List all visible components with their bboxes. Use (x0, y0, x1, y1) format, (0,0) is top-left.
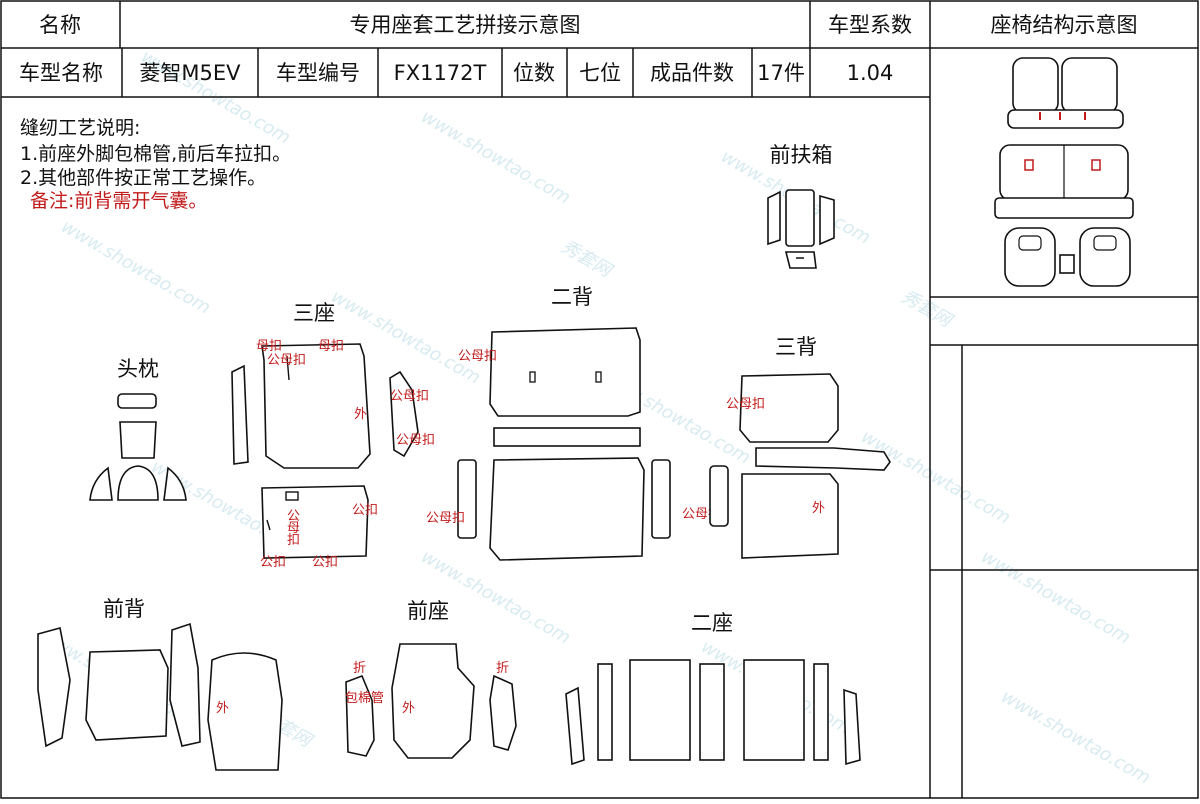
svg-text:秀套网: 秀套网 (558, 236, 617, 282)
label-female-a: 母扣 (256, 339, 282, 354)
third-back-pieces (709, 373, 891, 559)
svg-text:www.showtao.com: www.showtao.com (418, 546, 574, 648)
model-code: FX1172T (394, 61, 487, 85)
label-male-b: 公扣 (260, 555, 286, 570)
label-outer-b: 外 (812, 501, 825, 516)
second-seat-pieces (565, 659, 861, 766)
front-seat-pieces (345, 643, 517, 759)
svg-text:www.showtao.com: www.showtao.com (998, 686, 1154, 788)
headrest-pieces (89, 393, 187, 501)
pieces-value: 17件 (757, 61, 805, 85)
page-title: 专用座套工艺拼接示意图 (350, 13, 581, 37)
vlabel-mu: 母 (287, 521, 300, 536)
section-second-back: 二背 (551, 285, 593, 309)
label-male-c: 公扣 (312, 555, 338, 570)
section-third-back: 三背 (775, 335, 817, 359)
section-headrest: 头枕 (117, 357, 159, 381)
label-female-b: 母扣 (318, 339, 344, 354)
svg-text:秀套网: 秀套网 (898, 286, 957, 332)
label-male-female-g: 公母扣 (726, 397, 765, 412)
second-back-pieces (457, 327, 671, 561)
notes-line-1: 1.前座外脚包棉管,前后车拉扣。 (20, 143, 291, 165)
third-seat-pieces (231, 343, 419, 559)
label-male-female-b: 公母扣 (390, 389, 429, 404)
seats-label: 位数 (513, 61, 555, 85)
label-fold-b: 折 (496, 661, 509, 676)
name-label: 名称 (39, 13, 81, 37)
label-male-female-c: 公母扣 (396, 433, 435, 448)
section-front-back: 前背 (103, 597, 145, 621)
notes-line-2: 2.其他部件按正常工艺操作。 (20, 167, 266, 189)
section-front-seat: 前座 (407, 599, 449, 623)
seats-value: 七位 (579, 61, 621, 85)
label-outer-d: 外 (402, 701, 415, 716)
label-male-a: 公扣 (352, 503, 378, 518)
label-outer-a: 外 (354, 407, 367, 422)
label-wrap-tube: 包棉管 (345, 691, 384, 706)
vlabel-gong: 公 (287, 509, 300, 524)
section-second-seat: 二座 (691, 611, 733, 635)
label-fold-a: 折 (353, 661, 366, 676)
vlabel-kou: 扣 (287, 533, 300, 548)
notes-remark: 备注:前背需开气囊。 (30, 190, 207, 212)
svg-text:www.showtao.com: www.showtao.com (858, 426, 1014, 528)
coef-label: 车型系数 (828, 13, 912, 37)
section-third-seat: 三座 (293, 301, 335, 325)
model-name: 菱智M5EV (139, 61, 241, 85)
model-code-label: 车型编号 (276, 61, 360, 85)
pieces-label: 成品件数 (650, 61, 734, 85)
svg-text:www.showtao.com: www.showtao.com (418, 106, 574, 208)
seat-structure-illustration (994, 57, 1134, 287)
coef-value: 1.04 (847, 61, 894, 85)
model-name-label: 车型名称 (19, 61, 103, 85)
svg-text:www.showtao.com: www.showtao.com (58, 216, 214, 318)
front-back-pieces (37, 622, 283, 771)
label-male-female-a: 公母扣 (267, 353, 306, 368)
label-male-female-d: 公母扣 (458, 349, 497, 364)
label-outer-c: 外 (216, 701, 229, 716)
svg-text:www.showtao.com: www.showtao.com (978, 546, 1134, 648)
front-armrest-pieces (767, 189, 835, 269)
notes-title: 缝纫工艺说明: (20, 117, 140, 139)
section-front-armrest: 前扶箱 (770, 143, 833, 167)
label-male-female-e: 公母扣 (426, 511, 465, 526)
structure-label: 座椅结构示意图 (991, 13, 1138, 37)
